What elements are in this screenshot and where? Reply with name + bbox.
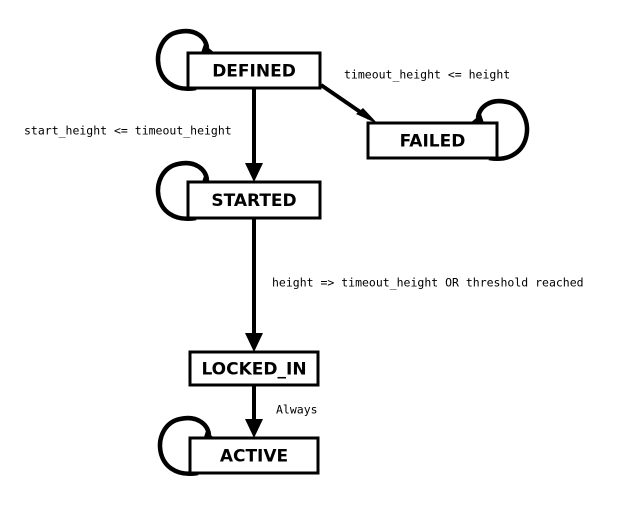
transition-defined-to-started: start_height <= timeout_height <box>24 88 263 182</box>
defined-self-loop-path <box>155 28 210 91</box>
edge-label-timeout-height-le-height: timeout_height <= height <box>344 68 510 82</box>
state-node-locked-in[interactable]: LOCKED_IN <box>188 350 320 387</box>
defined-to-failed-arrowhead <box>356 108 378 124</box>
edge-label-height-ge-timeout-or-threshold: height => timeout_height OR threshold re… <box>272 276 584 290</box>
state-node-failed[interactable]: FAILED <box>366 121 499 160</box>
edge-label-start-height-le-timeout-height: start_height <= timeout_height <box>24 124 232 138</box>
failed-self-loop-path <box>475 98 530 161</box>
transition-defined-to-failed: timeout_height <= height <box>319 68 510 124</box>
edge-label-always: Always <box>276 403 318 417</box>
state-label-started: STARTED <box>211 191 296 211</box>
state-label-active: ACTIVE <box>220 447 288 467</box>
state-node-defined[interactable]: DEFINED <box>186 51 322 90</box>
started-to-locked-in-arrowhead <box>245 333 263 352</box>
transition-locked-in-to-active: Always <box>245 385 318 438</box>
defined-to-started-arrowhead <box>245 163 263 182</box>
state-node-started[interactable]: STARTED <box>186 180 322 220</box>
state-box-failed[interactable] <box>366 121 499 160</box>
started-self-loop-path <box>155 160 210 221</box>
state-label-failed: FAILED <box>400 132 466 152</box>
locked-in-to-active-arrowhead <box>245 419 263 438</box>
state-node-active[interactable]: ACTIVE <box>188 436 320 475</box>
state-box-active[interactable] <box>188 436 320 475</box>
state-label-locked-in: LOCKED_IN <box>201 360 306 380</box>
state-box-started[interactable] <box>186 180 322 220</box>
transition-started-to-locked-in: height => timeout_height OR threshold re… <box>245 218 584 352</box>
active-self-loop-path <box>157 415 212 476</box>
state-box-defined[interactable] <box>186 51 322 90</box>
state-box-locked-in[interactable] <box>188 350 320 387</box>
state-label-defined: DEFINED <box>212 62 296 82</box>
